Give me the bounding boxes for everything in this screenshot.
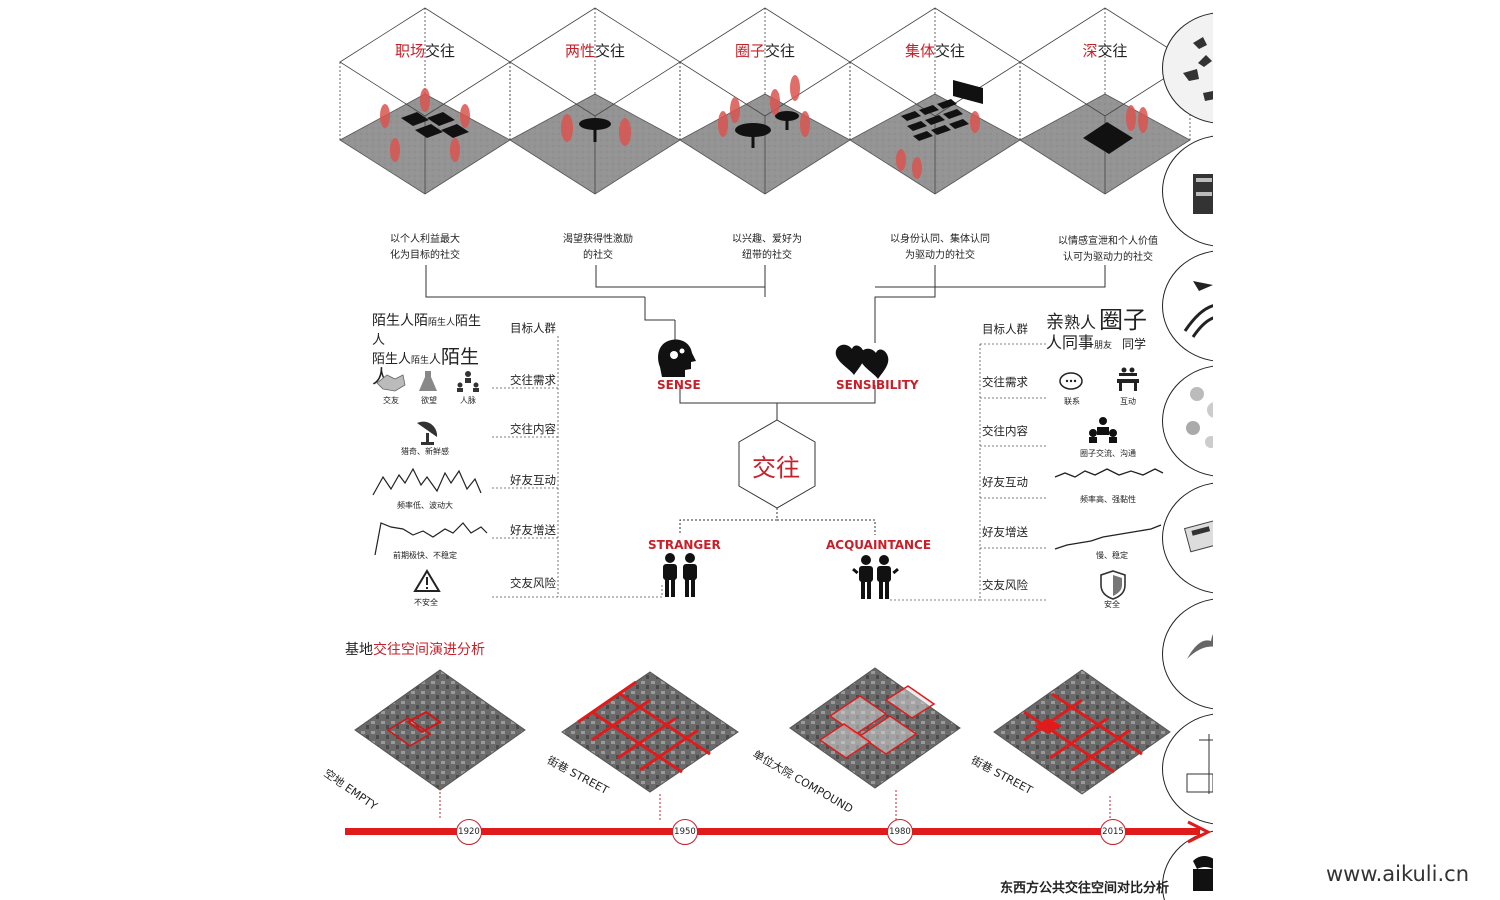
cube-desc-4: 以身份认同、集体认同为驱动力的社交	[890, 234, 990, 261]
left-increase: 前期极快、不稳定	[393, 551, 457, 560]
head-gear-icon	[658, 339, 696, 377]
evolution-title: 基地交往空间演进分析	[345, 642, 485, 658]
low-frequency-wave	[372, 467, 482, 496]
site-map-1920	[354, 669, 526, 791]
cave-painting-circle	[1162, 12, 1213, 124]
left-dotted-guides	[492, 336, 663, 598]
unstable-growth-line	[374, 522, 488, 556]
left-need-3: 人脉	[460, 396, 476, 405]
right-dotted-guides	[888, 343, 1046, 601]
cube-title-4: 集体交往	[904, 42, 966, 60]
right-cat-4: 好友互动	[982, 475, 1028, 489]
right-crowd-words: 亲熟人圈子 人同事朋友同学	[1046, 306, 1148, 352]
left-interact: 频率低、波动大	[397, 501, 453, 510]
cube-desc-5: 以情感宣泄和个人价值认可为驱动力的社交	[1058, 236, 1158, 263]
year-marker-1: 1920	[456, 819, 482, 845]
cube-strip	[339, 7, 1191, 195]
sense-label: SENSE	[657, 378, 701, 392]
shield-icon	[1100, 570, 1126, 600]
acquaintance-people-icon	[852, 555, 899, 599]
sensibility-label: SENSIBILITY	[836, 378, 919, 392]
left-need-1: 交友	[383, 396, 399, 405]
stranger-people-icon	[663, 553, 697, 597]
hearts-icon	[835, 344, 889, 379]
site-maps	[354, 667, 1171, 820]
right-risk: 安全	[1104, 600, 1120, 609]
left-cat-1: 目标人群	[510, 321, 556, 335]
desire-icon	[419, 371, 437, 391]
left-crowd-words: 陌生人陌陌生人陌生人 陌生人陌生人陌生人	[372, 313, 482, 388]
left-cat-5: 好友增送	[510, 523, 556, 537]
right-content: 圈子交流、沟通	[1080, 449, 1136, 458]
chat-icon	[1059, 372, 1083, 390]
year-marker-3: 1980	[887, 819, 913, 845]
left-cat-6: 交友风险	[510, 576, 556, 590]
group-discussion-icon	[1089, 417, 1117, 443]
right-icons	[1054, 367, 1164, 600]
connector-diagram	[425, 265, 1106, 599]
high-frequency-wave	[1054, 468, 1164, 478]
cube-title-1: 职场交往	[394, 42, 456, 60]
hex-label: 交往	[752, 454, 800, 482]
left-content: 猎奇、新鲜感	[401, 447, 449, 456]
warning-icon	[413, 569, 441, 592]
year-marker-4: 2015	[1100, 819, 1126, 845]
site-map-1950	[561, 671, 739, 793]
left-cat-4: 好友互动	[510, 473, 556, 487]
stable-growth-line	[1054, 524, 1162, 550]
satellite-dish-icon	[417, 421, 438, 445]
site-map-2015	[993, 669, 1171, 795]
right-need-1: 联系	[1064, 397, 1080, 406]
right-increase: 慢、稳定	[1096, 551, 1128, 560]
right-cat-5: 好友增送	[982, 525, 1028, 539]
right-image-strip	[1150, 0, 1213, 900]
timeline-bar	[345, 828, 1200, 835]
network-icon	[457, 371, 479, 392]
cube-desc-3: 以兴趣、爱好为纽带的社交	[732, 234, 802, 261]
cube-title-2: 两性交往	[564, 42, 626, 60]
right-cat-6: 交友风险	[982, 578, 1028, 592]
right-cat-2: 交往需求	[982, 375, 1028, 389]
cube-title-5: 深交往	[1082, 42, 1128, 60]
coins-circle	[1162, 365, 1213, 477]
acquaintance-label: ACQUAINTANCE	[826, 538, 932, 552]
site-map-1980	[789, 667, 961, 789]
drum-circle	[1162, 135, 1213, 247]
year-marker-2: 1950	[672, 819, 698, 845]
left-need-2: 欲望	[421, 396, 437, 405]
timeline-arrowhead-icon	[1187, 820, 1212, 844]
left-risk: 不安全	[414, 598, 438, 607]
right-need-2: 互动	[1120, 397, 1136, 406]
right-cat-3: 交往内容	[982, 424, 1028, 438]
cube-desc-1: 以个人利益最大化为目标的社交	[390, 234, 460, 261]
left-cat-2: 交往需求	[510, 373, 556, 387]
cube-desc-2: 渴望获得性激励的社交	[563, 234, 633, 261]
right-cat-1: 目标人群	[982, 322, 1028, 336]
cube-title-3: 圈子交往	[734, 42, 796, 60]
handshake-icon	[376, 374, 406, 392]
right-interact: 频率高、强黏性	[1080, 495, 1136, 504]
left-icons	[372, 371, 488, 592]
newspaper-circle	[1162, 482, 1213, 594]
left-cat-3: 交往内容	[510, 422, 556, 436]
stranger-label: STRANGER	[648, 538, 721, 552]
footer-caption: 东西方公共交往空间对比分析	[1000, 881, 1170, 896]
bird-circle	[1162, 250, 1213, 362]
watermark: www.aikuli.cn	[1326, 862, 1470, 886]
meeting-icon	[1117, 367, 1139, 391]
